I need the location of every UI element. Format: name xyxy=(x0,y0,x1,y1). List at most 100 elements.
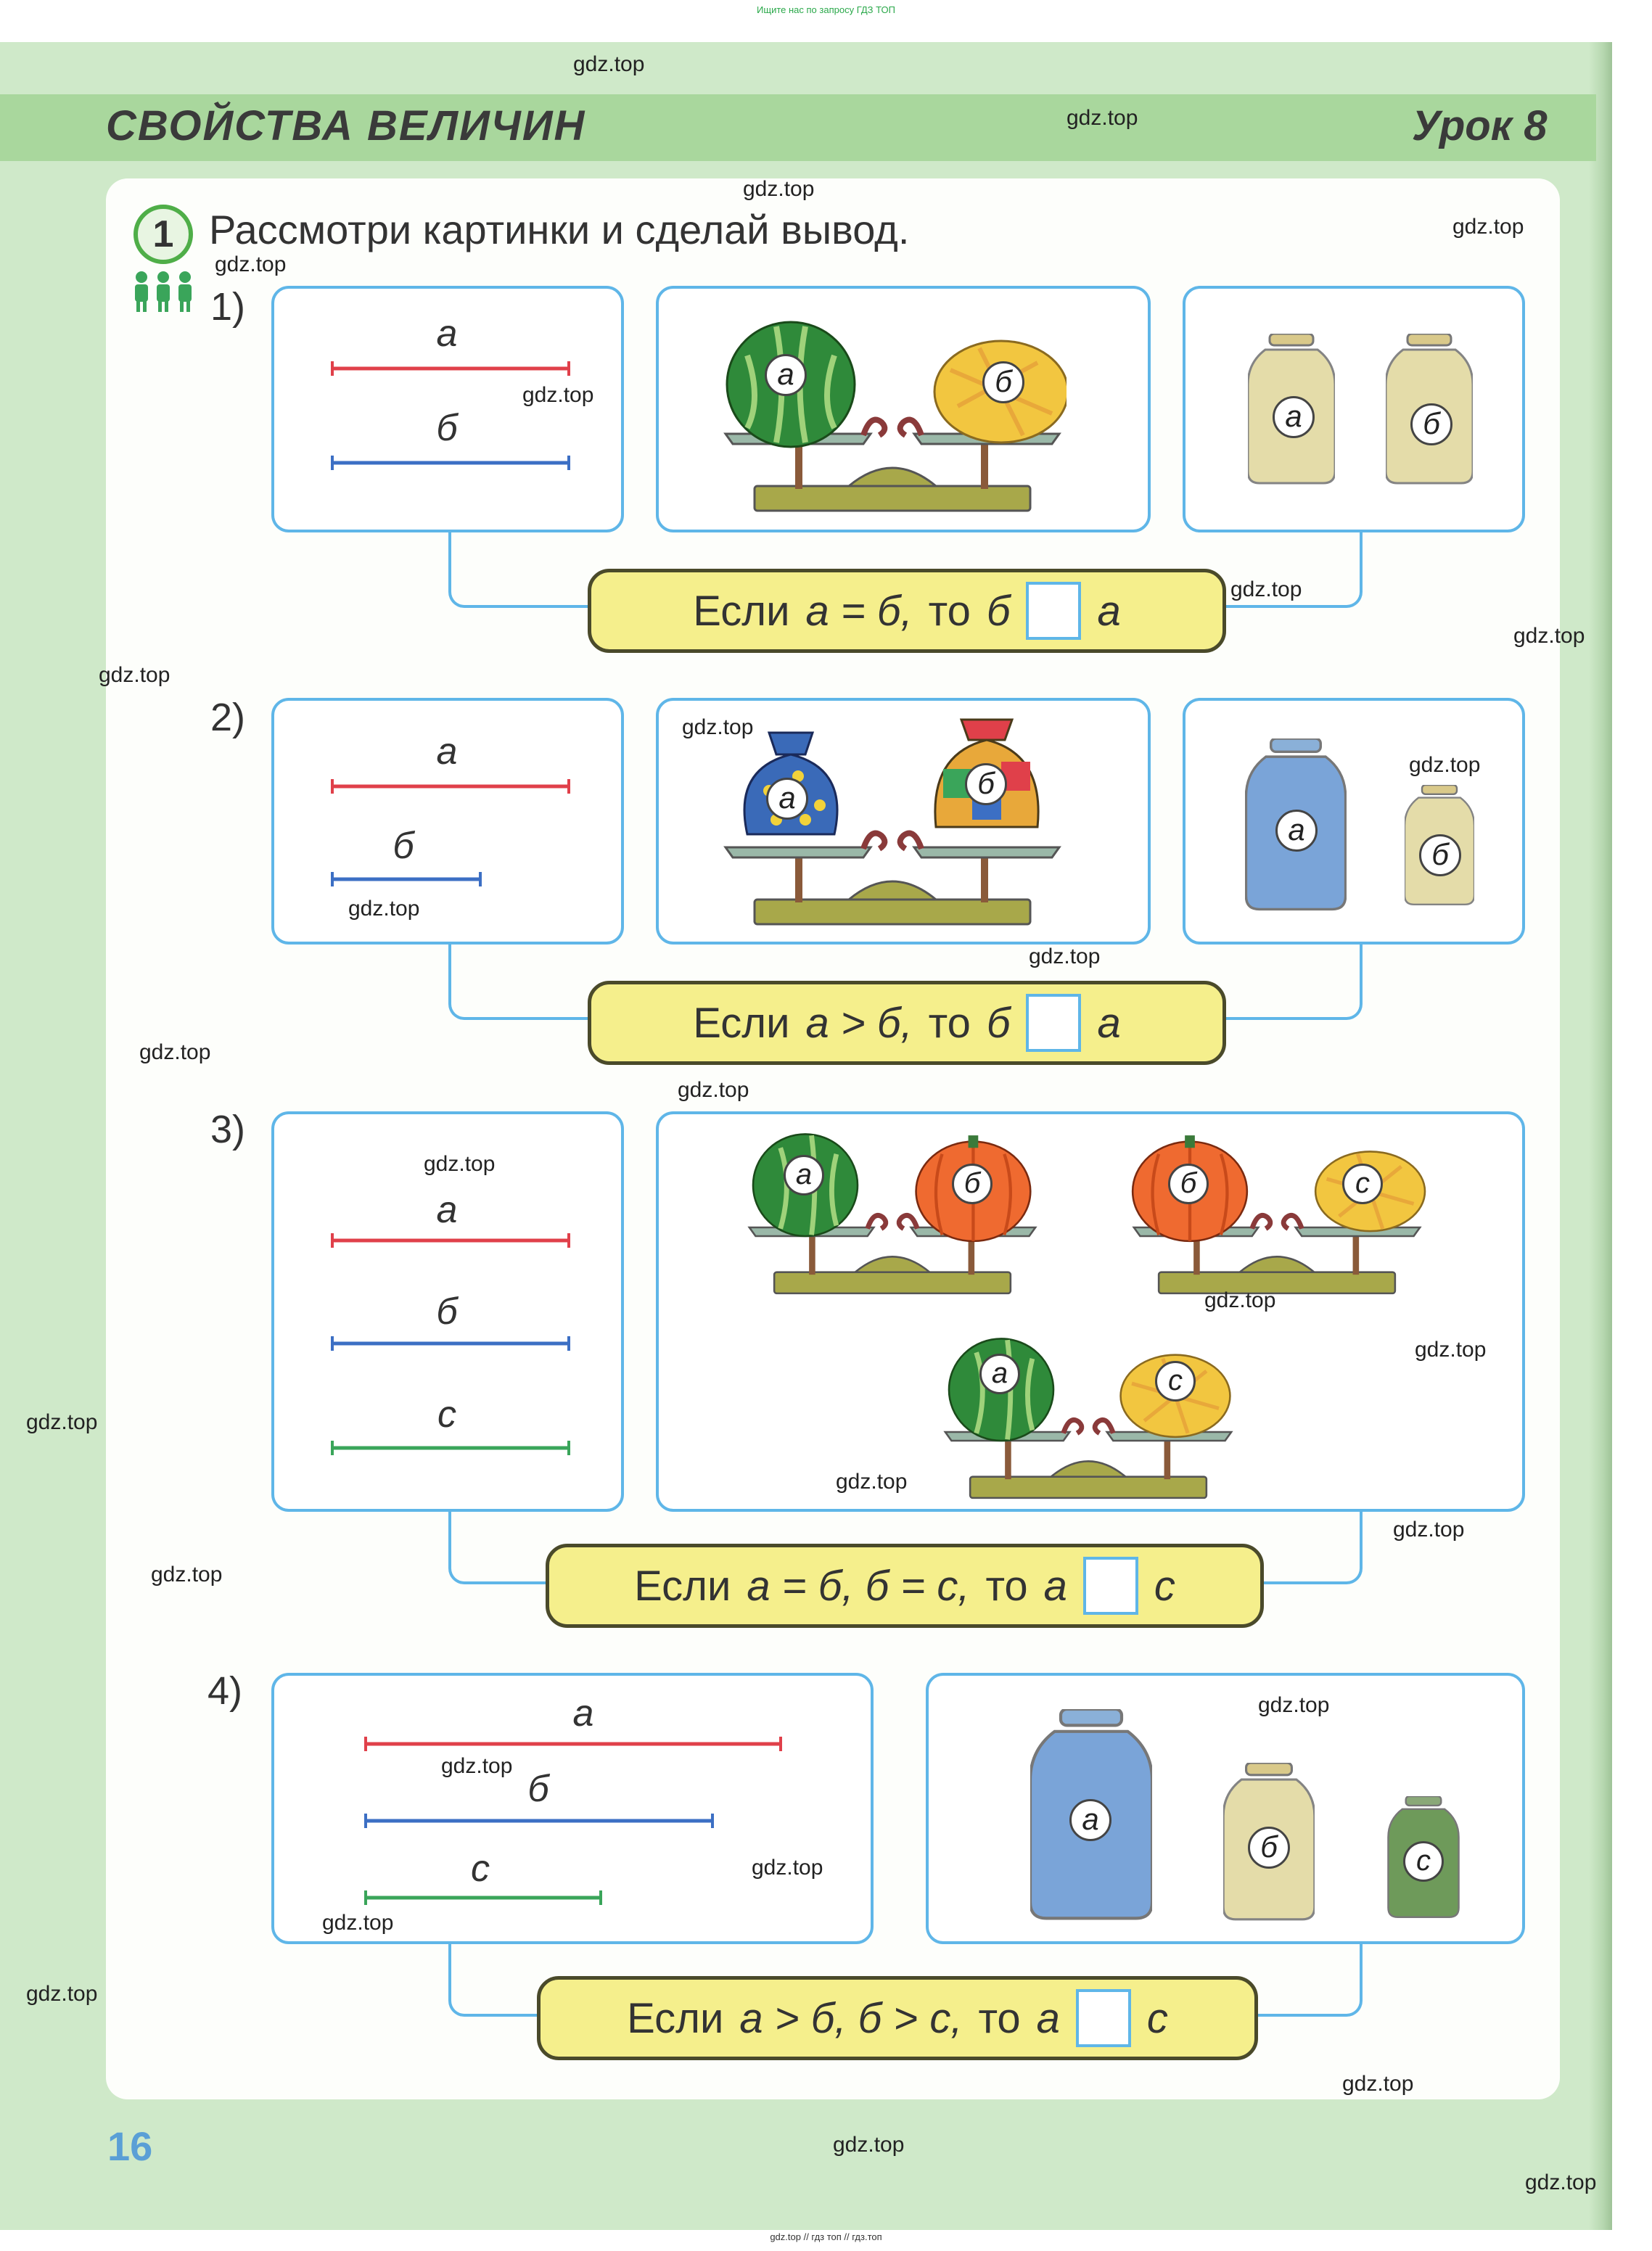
item-3-number: 3) xyxy=(210,1108,246,1151)
item-2-segments-box xyxy=(271,698,624,945)
watermark: gdz.top xyxy=(743,177,815,201)
item-1-jars-box xyxy=(1183,286,1525,532)
conclusion-condition: а > б, б > с, xyxy=(739,1994,963,2042)
conclusion-left: б xyxy=(986,999,1011,1047)
item-1-melon-b-tag: б xyxy=(982,361,1024,403)
item-4-label-c: с xyxy=(471,1848,490,1890)
watermark: gdz.top xyxy=(1513,624,1585,648)
item-4-segment-c xyxy=(364,1890,602,1905)
item-2-conclusion: Если а > б, то б а xyxy=(588,981,1226,1065)
conclusion-then: то xyxy=(928,999,971,1047)
conclusion-then: то xyxy=(978,1994,1021,2042)
item-4-label-b: б xyxy=(527,1768,549,1810)
item-1-conclusion: Если а = б, то б а xyxy=(588,569,1226,653)
item-3-segment-a xyxy=(331,1233,570,1248)
group-work-icon xyxy=(135,271,192,312)
item-4-segment-a xyxy=(364,1737,782,1751)
conclusion-condition: а = б, б = с, xyxy=(747,1562,970,1610)
item-3-conclusion: Если а = б, б = с, то а с xyxy=(546,1544,1264,1628)
conclusion-right: а xyxy=(1097,587,1121,635)
item-1-segment-b xyxy=(331,456,570,470)
page-number: 16 xyxy=(107,2123,153,2169)
watermark: gdz.top xyxy=(573,52,645,76)
watermark: gdz.top xyxy=(1342,2072,1414,2096)
watermark: gdz.top xyxy=(424,1152,496,1176)
watermark: gdz.top xyxy=(1525,2170,1597,2194)
watermark: gdz.top xyxy=(1029,945,1101,968)
item-3-label-a: а xyxy=(436,1189,458,1231)
conclusion-prefix: Если xyxy=(693,999,790,1047)
conclusion-left: а xyxy=(1036,1994,1060,2042)
conclusion-prefix: Если xyxy=(627,1994,724,2042)
conclusion-right: с xyxy=(1154,1562,1175,1610)
item-3-segments-box xyxy=(271,1111,624,1512)
conclusion-left: а xyxy=(1043,1562,1067,1610)
watermark: gdz.top xyxy=(522,383,594,407)
item-3-ac-c-tag: с xyxy=(1155,1361,1196,1402)
item-1-answer-box[interactable] xyxy=(1026,582,1082,640)
item-3-scale-ab xyxy=(740,1133,1045,1297)
item-3-bc-b-tag: б xyxy=(1168,1164,1209,1204)
item-2-bag-b-tag: б xyxy=(965,763,1007,805)
item-2-scale-box xyxy=(656,698,1151,945)
conclusion-condition: а > б, xyxy=(805,999,913,1047)
item-4-answer-box[interactable] xyxy=(1075,1989,1131,2047)
item-2-label-a: а xyxy=(436,731,458,773)
item-3-scale-bc xyxy=(1125,1135,1426,1297)
watermark: gdz.top xyxy=(836,1470,908,1494)
watermark: gdz.top xyxy=(1415,1338,1487,1362)
watermark: gdz.top xyxy=(441,1754,513,1778)
item-4-jar-a-tag: а xyxy=(1069,1799,1111,1841)
watermark: gdz.top xyxy=(1452,215,1524,239)
watermark: gdz.top xyxy=(1409,753,1481,777)
item-2-balance-scale xyxy=(718,718,1067,936)
item-4-segment-b xyxy=(364,1814,714,1828)
item-2-jar-a-tag: а xyxy=(1275,810,1318,852)
item-1-jar-b-tag: б xyxy=(1410,403,1452,445)
lesson-label: Урок 8 xyxy=(1412,102,1548,149)
item-3-bc-c-tag: с xyxy=(1342,1164,1383,1204)
item-3-answer-box[interactable] xyxy=(1082,1557,1138,1615)
item-2-answer-box[interactable] xyxy=(1026,994,1082,1052)
header-band xyxy=(0,94,1596,161)
item-3-segment-b xyxy=(331,1336,570,1351)
watermark: gdz.top xyxy=(151,1563,223,1587)
page-title: СВОЙСТВА ВЕЛИЧИН xyxy=(106,102,586,149)
item-1-label-a: а xyxy=(436,313,458,355)
watermark: gdz.top xyxy=(678,1078,749,1102)
watermark: gdz.top xyxy=(26,1410,98,1434)
watermark: gdz.top xyxy=(139,1040,211,1064)
watermark: gdz.top xyxy=(99,663,170,687)
watermark: gdz.top xyxy=(1204,1288,1276,1312)
item-3-label-c: с xyxy=(437,1394,456,1436)
item-2-segment-b xyxy=(331,872,482,886)
item-3-segment-c xyxy=(331,1441,570,1455)
bottom-note: gdz.top // гдз топ // гдз.топ xyxy=(770,2231,882,2242)
conclusion-right: а xyxy=(1097,999,1121,1047)
item-3-label-b: б xyxy=(436,1291,458,1333)
conclusion-then: то xyxy=(985,1562,1028,1610)
task-instruction: Рассмотри картинки и сделай вывод. xyxy=(209,207,910,252)
item-1-number: 1) xyxy=(210,285,246,329)
watermark: gdz.top xyxy=(1067,106,1138,130)
item-1-segment-a xyxy=(331,361,570,376)
watermark: gdz.top xyxy=(348,897,420,921)
watermark: gdz.top xyxy=(1230,577,1302,601)
conclusion-condition: а = б, xyxy=(805,587,913,635)
watermark: gdz.top xyxy=(1393,1518,1465,1542)
item-2-bag-a-tag: а xyxy=(766,778,808,820)
conclusion-then: то xyxy=(928,587,971,635)
watermark: gdz.top xyxy=(322,1911,394,1935)
top-note: Ищите нас по запросу ГДЗ ТОП xyxy=(757,4,895,15)
watermark: gdz.top xyxy=(752,1856,823,1880)
item-4-jar-c-tag: с xyxy=(1403,1841,1444,1882)
conclusion-left: б xyxy=(986,587,1011,635)
item-2-segment-a xyxy=(331,779,570,794)
item-1-balance-scale xyxy=(718,321,1067,522)
item-4-jar-b-tag: б xyxy=(1248,1827,1290,1869)
item-1-jar-a-tag: а xyxy=(1273,396,1315,438)
watermark: gdz.top xyxy=(1258,1693,1330,1717)
item-1-melon-a-tag: а xyxy=(765,354,807,396)
conclusion-right: с xyxy=(1146,1994,1168,2042)
item-4-conclusion: Если а > б, б > с, то а с xyxy=(537,1976,1258,2060)
